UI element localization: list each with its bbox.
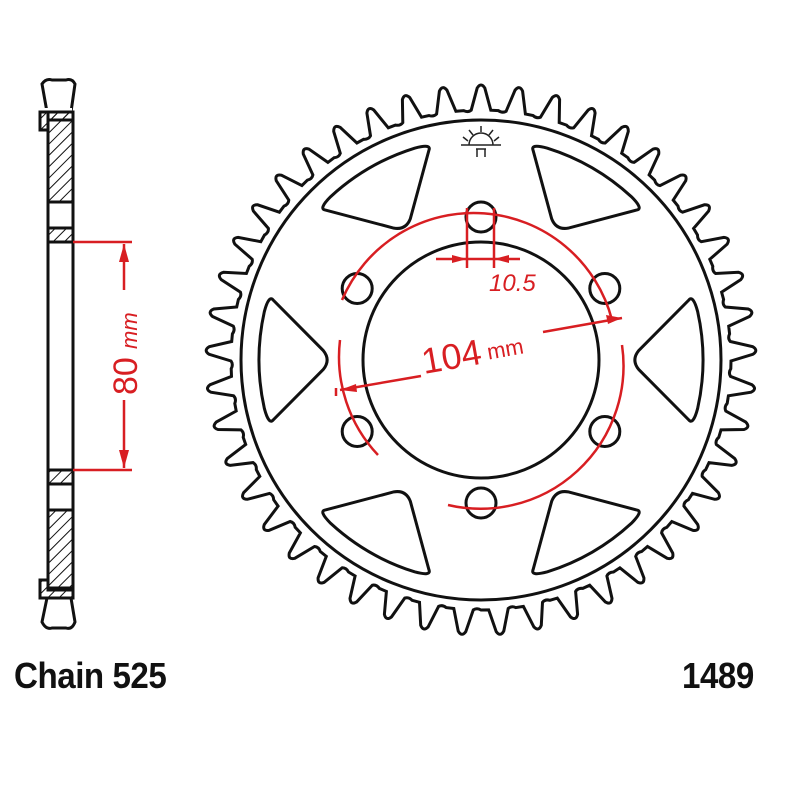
bolt-hole-dimension [436, 208, 520, 268]
pcd-dimension-value: 104 [418, 331, 484, 382]
side-profile-view [38, 78, 77, 630]
lightening-window [257, 297, 329, 423]
lightening-window [531, 144, 641, 230]
bolt-hole [340, 415, 374, 448]
bolt-holes [340, 200, 622, 520]
bore-dimension-value: 80 [107, 357, 145, 395]
sprocket-front-view [204, 83, 758, 636]
sprocket-teeth [204, 83, 758, 636]
bore-dimension-label: 80 mm [107, 312, 145, 395]
pcd-dimension-unit: mm [485, 334, 525, 365]
pcd-dimension [334, 211, 625, 510]
lightening-window [321, 144, 431, 230]
bore-dimension [73, 240, 132, 472]
lightening-window [531, 490, 641, 576]
bolt-hole [588, 272, 622, 305]
bolt-hole [464, 486, 498, 520]
bore-dimension-unit: mm [117, 312, 142, 349]
bolt-hole [464, 200, 498, 234]
bolt-hole-dimension-value: 10.5 [489, 270, 536, 297]
sun-logo-icon [461, 126, 501, 157]
pcd-dimension-label: 104 mm [418, 331, 525, 382]
part-number: 1489 [682, 655, 754, 696]
lightening-window [633, 297, 705, 423]
center-bore [361, 240, 601, 480]
lightening-windows [257, 144, 705, 576]
chain-size-label: Chain 525 [14, 655, 167, 696]
lightening-window [321, 490, 431, 576]
bolt-hole [588, 415, 622, 448]
inner-ring [239, 118, 723, 602]
